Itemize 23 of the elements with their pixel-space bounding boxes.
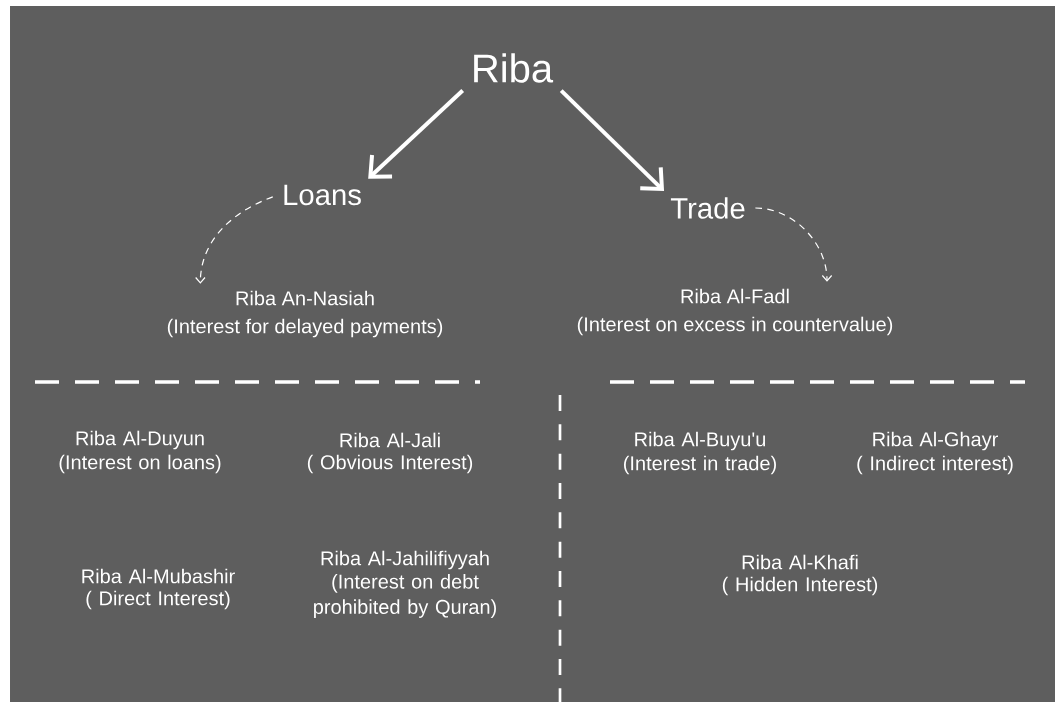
term-label: Riba Al-Fadl (Interest on excess in countervalue) xyxy=(577,288,893,336)
definition-label: ( Hidden Interest) xyxy=(722,576,878,596)
term-label: Riba Al-Jahilifiyyah xyxy=(321,550,489,570)
heading: Riba xyxy=(474,53,554,83)
arrow xyxy=(559,89,665,192)
term-label: Riba Al-Ghayr xyxy=(873,431,998,451)
term-label: Riba Al-Jali xyxy=(340,432,440,448)
definition-label: (Interest on debt prohibited by Quran) xyxy=(314,574,496,618)
term-label: Riba Al-Khafi xyxy=(742,554,858,570)
definition-label: ( Obvious Interest) xyxy=(307,454,473,474)
definition-label: (Interest on loans) xyxy=(59,454,221,474)
term-label: Riba Al-Duyun xyxy=(76,430,204,450)
arrow xyxy=(754,207,833,282)
term-label: Riba Al-Mubashir xyxy=(82,568,235,584)
definition-label: (Interest in trade) xyxy=(624,455,776,475)
definition-label: ( Indirect interest) xyxy=(857,455,1013,475)
branch-label: Trade xyxy=(670,197,745,219)
branch-label: Loans xyxy=(284,184,361,206)
term-label: Riba Al-Buyu'u xyxy=(635,431,765,451)
arrow xyxy=(195,196,274,284)
definition-label: ( Direct Interest) xyxy=(86,590,230,610)
term-label: Riba An-Nasiah (Interest for delayed payments) xyxy=(167,290,443,338)
arrow xyxy=(368,89,465,179)
